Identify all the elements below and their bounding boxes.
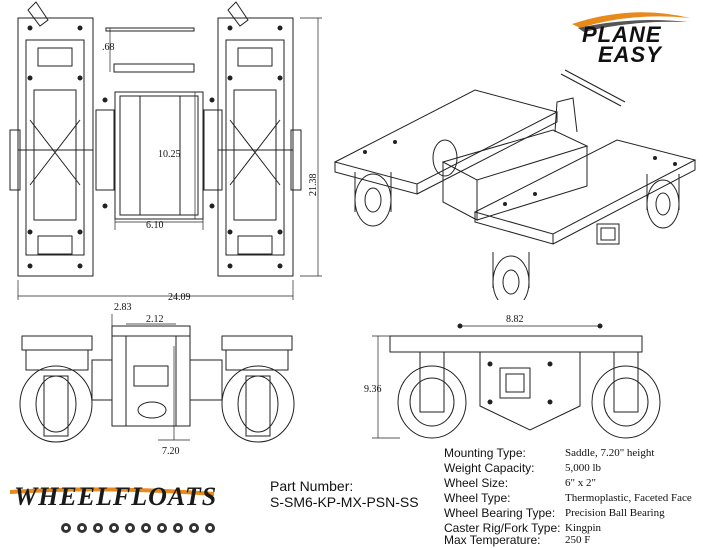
spec-label-mounting: Mounting Type: xyxy=(444,446,526,460)
wheelfloats-logo xyxy=(8,478,220,540)
part-number-label: Part Number: xyxy=(270,478,354,494)
spec-label-temperature: Max Temperature: xyxy=(444,533,541,547)
spec-value-capacity: 5,000 lb xyxy=(565,462,602,474)
spec-value-wheel-type: Thermoplastic, Faceted Face xyxy=(565,492,692,504)
front-view-drawing: 2.83 2.12 7.20 xyxy=(0,296,330,466)
spec-label-capacity: Weight Capacity: xyxy=(444,461,535,475)
spec-label-wheel-type: Wheel Type: xyxy=(444,491,511,505)
dim-center-length: 10.25 xyxy=(158,149,181,160)
dim-saddle-width: 2.12 xyxy=(146,314,164,325)
dim-height-overall: 21.38 xyxy=(308,174,319,197)
isometric-view-drawing xyxy=(325,62,703,300)
spec-value-temperature: 250 F xyxy=(565,534,591,546)
wheelfloats-logo-text: WHEELFLOATS xyxy=(14,482,218,511)
spec-label-fork: Caster Rig/Fork Type: xyxy=(444,521,561,535)
dim-side-span: 8.82 xyxy=(506,314,524,325)
plane-easy-logo-word-2: EASY xyxy=(598,42,662,67)
dim-side-height: 9.36 xyxy=(364,384,382,395)
plane-easy-logo xyxy=(562,8,697,70)
plane-easy-logo-word-1: PLANE xyxy=(582,22,662,47)
spec-label-wheel-size: Wheel Size: xyxy=(444,476,509,490)
spec-value-wheel-size: 6" x 2" xyxy=(565,477,596,489)
spec-label-bearing: Wheel Bearing Type: xyxy=(444,506,556,520)
top-view-drawing: .68 21.38 10.25 6.10 24.09 xyxy=(0,0,330,310)
dim-pin-gap: .68 xyxy=(102,42,115,53)
spec-value-fork: Kingpin xyxy=(565,522,602,534)
dim-width-overall: 24.09 xyxy=(168,292,191,303)
dim-front-base: 7.20 xyxy=(162,446,180,457)
spec-value-bearing: Precision Ball Bearing xyxy=(565,507,665,519)
side-view-drawing: 8.82 9.36 xyxy=(360,306,700,448)
spec-value-mounting: Saddle, 7.20" height xyxy=(565,447,655,459)
dim-center-width: 6.10 xyxy=(146,220,164,231)
part-number-value: S-SM6-KP-MX-PSN-SS xyxy=(270,494,419,510)
dim-saddle-offset: 2.83 xyxy=(114,302,132,313)
